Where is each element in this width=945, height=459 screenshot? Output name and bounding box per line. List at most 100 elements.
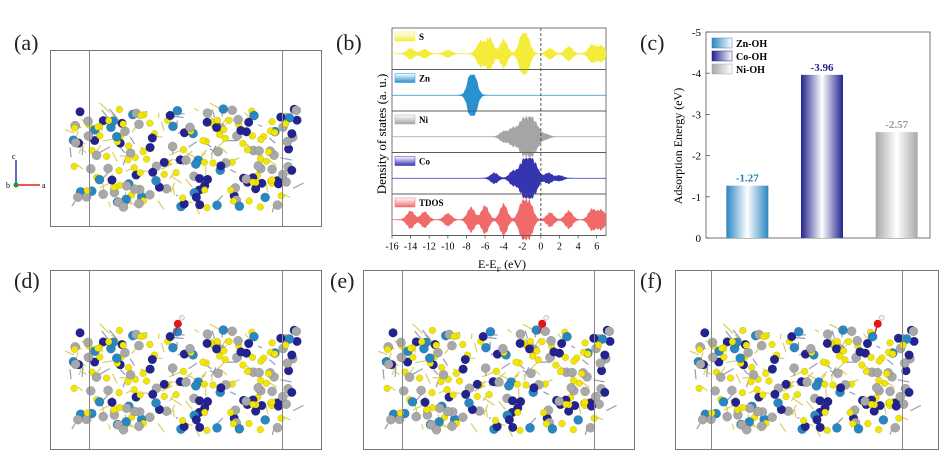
- atom-s: [823, 426, 831, 434]
- atom-ni: [727, 385, 737, 396]
- atom-co: [244, 117, 254, 127]
- atom-s: [540, 408, 548, 417]
- atom-s: [409, 353, 417, 361]
- atom-s: [220, 125, 228, 134]
- atom-zn: [481, 342, 491, 353]
- atom-co: [244, 338, 254, 349]
- atom-ni: [85, 164, 96, 174]
- atom-s: [119, 341, 127, 349]
- atom-co: [769, 354, 780, 365]
- atom-s: [570, 357, 578, 365]
- atom-s: [886, 339, 894, 347]
- atom-s: [759, 332, 768, 341]
- structure-panel-e: [363, 270, 635, 450]
- atom-ni: [431, 424, 442, 435]
- atom-zn: [168, 342, 178, 353]
- atom-s: [584, 350, 592, 358]
- atom-co: [159, 379, 169, 389]
- atom-s: [200, 158, 208, 166]
- dos-xtick-label: -8: [462, 242, 470, 253]
- atom-s: [213, 337, 222, 346]
- atom-s: [268, 339, 276, 347]
- atom-s: [227, 186, 235, 194]
- atom-s: [70, 384, 78, 392]
- atom-s: [209, 381, 217, 389]
- atom-s: [257, 155, 265, 163]
- atom-co: [515, 338, 525, 349]
- atom-s: [115, 167, 123, 175]
- atom-s: [256, 426, 264, 434]
- atom-s: [747, 378, 755, 386]
- atom-s: [245, 419, 253, 428]
- atom-s: [239, 361, 247, 369]
- atom-zn: [212, 200, 222, 211]
- atom-zn: [218, 104, 229, 114]
- bar-legend-swatch: [711, 37, 733, 49]
- atom-zn: [832, 423, 842, 433]
- atom-h: [878, 314, 885, 321]
- atom-ni: [871, 382, 882, 393]
- atom-ni: [442, 406, 453, 417]
- atom-zn: [867, 331, 878, 342]
- atom-ni: [118, 202, 129, 212]
- atom-co: [194, 173, 205, 184]
- atom-zn: [504, 381, 514, 391]
- dos-legend-label: Co: [419, 157, 430, 167]
- atom-co: [836, 383, 846, 393]
- dos-legend-label: S: [419, 32, 424, 42]
- atom-s: [94, 344, 102, 352]
- atom-s: [271, 350, 279, 358]
- atom-s: [450, 332, 458, 341]
- atom-ni: [134, 421, 144, 431]
- atom-s: [491, 416, 500, 425]
- atom-ni: [743, 347, 753, 358]
- atom-s: [203, 426, 211, 434]
- atom-s: [130, 164, 138, 172]
- atom-ni: [756, 340, 767, 351]
- atom-s: [782, 392, 790, 401]
- atom-co: [195, 200, 205, 210]
- atom-s: [200, 380, 208, 388]
- atom-ni: [396, 337, 406, 348]
- atom-zn: [793, 326, 804, 337]
- atom-s: [146, 340, 154, 349]
- atom-ni: [590, 391, 601, 402]
- dos-legend-swatch: [394, 114, 416, 125]
- atom-ni: [789, 363, 799, 373]
- panel-label-c: (c): [640, 30, 665, 55]
- atom-s: [71, 124, 79, 132]
- dos-xlabel: E-EF (eV): [478, 257, 526, 272]
- atom-ni: [822, 329, 833, 339]
- atom-s: [875, 357, 883, 365]
- bar-legend-label: Ni-OH: [736, 65, 765, 76]
- atom-s: [875, 376, 883, 385]
- atom-ni: [103, 163, 113, 174]
- panel-label-a: (a): [14, 30, 39, 55]
- atom-s: [742, 341, 750, 349]
- atom-co: [211, 122, 222, 133]
- atom-ni: [227, 105, 238, 116]
- atom-ni: [695, 359, 706, 370]
- atom-ni: [708, 352, 718, 363]
- atom-s: [105, 338, 113, 346]
- atom-co: [159, 157, 169, 168]
- atom-s: [282, 120, 290, 128]
- atom-s: [829, 381, 837, 389]
- atom-co: [515, 396, 526, 407]
- atom-o: [538, 319, 547, 328]
- atom-zn: [249, 110, 259, 121]
- atom-s: [160, 392, 168, 401]
- atom-s: [282, 341, 290, 349]
- atom-s: [800, 416, 808, 425]
- panel-label-e: (e): [330, 268, 355, 293]
- atom-s: [739, 326, 747, 335]
- atom-ni: [398, 386, 409, 396]
- atom-s: [225, 337, 233, 346]
- atom-s: [753, 386, 761, 394]
- atom-s: [96, 353, 104, 361]
- atom-s: [839, 347, 848, 355]
- atom-s: [130, 386, 138, 394]
- atom-co: [815, 422, 825, 432]
- atom-zn: [191, 159, 201, 169]
- atom-ni: [540, 326, 551, 337]
